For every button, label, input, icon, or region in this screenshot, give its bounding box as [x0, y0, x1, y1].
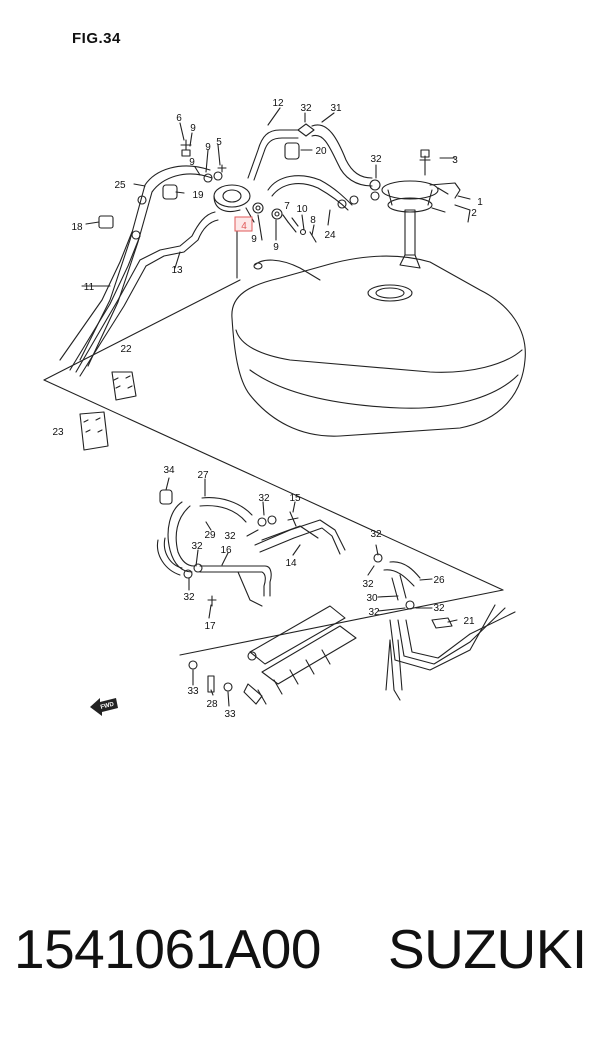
- callout: 9: [273, 242, 279, 253]
- pipe-16: [199, 565, 272, 597]
- callout: 18: [71, 222, 83, 233]
- callout: 28: [206, 699, 218, 710]
- callout: 33: [187, 686, 199, 697]
- callout: 21: [463, 616, 475, 627]
- callout: 1: [477, 197, 483, 208]
- figure-title: FIG.34: [72, 30, 121, 47]
- clamp-22: [111, 371, 137, 401]
- callout: 32: [183, 592, 195, 603]
- callout: 32: [362, 579, 374, 590]
- hose-29: [156, 539, 181, 576]
- brand-name: SUZUKI: [388, 918, 587, 980]
- callout: 19: [192, 190, 204, 201]
- callout: 25: [114, 180, 126, 191]
- hose-27: [201, 497, 253, 516]
- fwd-arrow-icon: FWD: [90, 698, 118, 716]
- callout: 17: [204, 621, 216, 632]
- callout: 32: [258, 493, 270, 504]
- callout: 9: [189, 157, 195, 168]
- callout: 4: [241, 221, 247, 232]
- fuel-tank: [231, 255, 526, 437]
- hose-26: [389, 561, 421, 579]
- callout: 27: [197, 470, 209, 481]
- callout: 9: [205, 142, 211, 153]
- callout: 26: [433, 575, 445, 586]
- callout: 2: [471, 208, 477, 219]
- callout: 7: [284, 201, 290, 212]
- part-number: 1541061A00: [14, 918, 321, 980]
- highlight-box: [234, 216, 253, 232]
- fuel-filter: [213, 184, 251, 213]
- pipe-25: [79, 165, 211, 361]
- callout: 24: [324, 230, 336, 241]
- hose-30: [399, 574, 407, 599]
- pipe-12: [247, 129, 299, 179]
- callout: 32: [224, 531, 236, 542]
- callout: 30: [366, 593, 378, 604]
- callout: 32: [433, 603, 445, 614]
- callout: 11: [84, 282, 95, 293]
- callout: 32: [368, 607, 380, 618]
- fuel-pump-assembly: [369, 149, 471, 269]
- callout: 9: [190, 123, 196, 134]
- callout: 31: [330, 103, 342, 114]
- clamp-23: [79, 411, 109, 451]
- callout: 23: [52, 427, 64, 438]
- callout: 29: [204, 530, 216, 541]
- boundary-line-upper: [43, 279, 241, 381]
- callout: 20: [315, 146, 327, 157]
- callout: 32: [370, 154, 382, 165]
- callout: 15: [289, 493, 301, 504]
- callout: 6: [176, 113, 182, 124]
- callout: 32: [370, 529, 382, 540]
- hose-24: [267, 175, 353, 206]
- callout: 34: [163, 465, 175, 476]
- footer: [0, 865, 600, 1040]
- svg-text:FWD: FWD: [100, 701, 115, 711]
- boundary-line-lower: [179, 589, 504, 656]
- boundary-line-middle: [43, 379, 504, 591]
- callout: 3: [452, 155, 458, 166]
- callout: 16: [220, 545, 232, 556]
- parts-diagram: FWD 6 9 9 5 9 12 32 31 20 32 3 25 19 1 2…: [43, 30, 526, 720]
- callout: 9: [251, 234, 257, 245]
- callout: 12: [272, 98, 284, 109]
- callout: 32: [300, 103, 312, 114]
- pipe-11: [59, 231, 133, 361]
- pipe-13: [75, 211, 216, 373]
- callout: 10: [296, 204, 308, 215]
- pipe-bundle: [389, 604, 496, 671]
- fuel-rail: [243, 605, 357, 705]
- callout: 33: [224, 709, 236, 720]
- callout: 14: [285, 558, 297, 569]
- callout: 32: [191, 541, 203, 552]
- callout: 8: [310, 215, 316, 226]
- pipe-14: [254, 519, 346, 551]
- callout: 5: [216, 137, 222, 148]
- hose-31: [311, 124, 373, 179]
- callout: 13: [171, 265, 183, 276]
- callout: 22: [120, 344, 132, 355]
